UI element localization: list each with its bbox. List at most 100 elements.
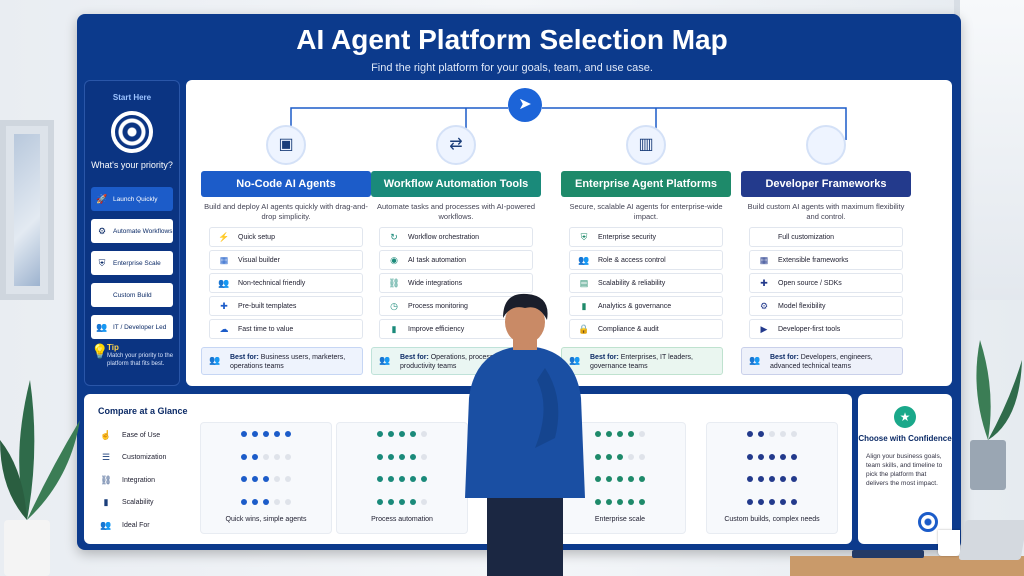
- platform-title[interactable]: Enterprise Agent Platforms: [561, 171, 731, 197]
- rating-dot: [285, 453, 291, 460]
- rating-dot: [606, 453, 612, 460]
- tip-title: Tip: [107, 343, 119, 352]
- feature-label: Improve efficiency: [408, 325, 465, 333]
- rating-dot: [791, 453, 797, 460]
- priority-label: Enterprise Scale: [113, 259, 161, 267]
- hand-icon: ☝: [100, 429, 112, 440]
- tip-box: 💡 Tip Match your priority to the platfor…: [91, 343, 175, 368]
- building-icon: ▥: [626, 125, 666, 165]
- rating-dot: [399, 453, 405, 460]
- code-icon: [806, 125, 846, 165]
- page-subtitle: Find the right platform for your goals, …: [371, 62, 653, 74]
- rating-dot: [285, 431, 291, 438]
- rating-dot: [241, 453, 247, 460]
- rating-dot: [606, 476, 612, 483]
- feature-label: AI task automation: [408, 256, 466, 264]
- ideal-for-text: Process automation: [371, 516, 433, 523]
- rating-dots: [337, 446, 467, 469]
- rating-dot: [639, 476, 645, 483]
- rating-dot: [747, 431, 753, 438]
- rating-dot: [252, 476, 258, 483]
- feature-icon: 👥: [218, 277, 230, 288]
- feature-item: ▦Extensible frameworks: [749, 250, 903, 270]
- rating-dot: [780, 453, 786, 460]
- feature-label: Enterprise security: [598, 233, 656, 241]
- priority-item[interactable]: ⚙Automate Workflows: [91, 219, 173, 243]
- rating-dots: [555, 491, 685, 514]
- feature-label: Analytics & governance: [598, 302, 672, 310]
- rating-dot: [241, 476, 247, 483]
- platform-title[interactable]: Developer Frameworks: [741, 171, 911, 197]
- rating-dot: [780, 431, 786, 438]
- feature-label: Model flexibility: [778, 302, 826, 310]
- plant-left: [0, 380, 80, 576]
- rating-dot: [639, 498, 645, 505]
- feature-item: 🔒Compliance & audit: [569, 319, 723, 339]
- platform-title[interactable]: Workflow Automation Tools: [371, 171, 541, 197]
- feature-item: ✚Pre-built templates: [209, 296, 363, 316]
- rating-dot: [377, 431, 383, 438]
- rating-dots: [555, 468, 685, 491]
- rating-dot: [747, 498, 753, 505]
- platform-description: Secure, scalable AI agents for enterpris…: [569, 202, 723, 221]
- shield-icon: ⛨: [98, 257, 106, 268]
- users-icon: 👥: [96, 321, 108, 332]
- compare-row-label: 👥Ideal For: [98, 514, 198, 537]
- priority-item[interactable]: 👥 IT / Developer Led: [91, 315, 173, 339]
- feature-icon: 👥: [578, 254, 590, 265]
- platform-title[interactable]: No-Code AI Agents: [201, 171, 371, 197]
- feature-icon: ▶: [760, 323, 768, 334]
- rocket-icon: 🚀: [96, 193, 108, 204]
- rating-dot: [606, 498, 612, 505]
- priority-item[interactable]: 🚀 Launch Quickly: [91, 187, 173, 211]
- ideal-for-text: Enterprise scale: [594, 516, 646, 523]
- rating-dot: [747, 476, 753, 483]
- rating-dot: [421, 476, 427, 483]
- browser-cursor-icon: ▣: [266, 125, 306, 165]
- feature-item: ▮Improve efficiency: [379, 319, 533, 339]
- page-title: AI Agent Platform Selection Map: [296, 24, 728, 55]
- users-icon: 👥: [209, 355, 221, 365]
- rating-dot: [780, 498, 786, 505]
- ideal-for-text: Custom builds, complex needs: [724, 516, 820, 523]
- ideal-for-text: Quick wins, simple agents: [225, 516, 307, 523]
- rating-dot: [617, 453, 623, 460]
- priority-item[interactable]: ⛨ Enterprise Scale: [91, 251, 173, 275]
- priority-sidebar: Start Here What's your priority? 🚀Launch…: [84, 80, 180, 386]
- rating-dot: [769, 476, 775, 483]
- feature-label: Role & access control: [598, 256, 666, 264]
- rating-dot: [399, 431, 405, 438]
- best-for-label: Best for:: [590, 354, 619, 361]
- rating-dot: [241, 498, 247, 505]
- rating-dots: [337, 423, 467, 446]
- priority-label: IT / Developer Led: [113, 323, 167, 331]
- rating-column: Custom builds, complex needs: [706, 422, 838, 534]
- rating-dot: [274, 453, 280, 460]
- compare-row-label: ⛓Integration: [98, 469, 198, 492]
- users-icon: 👥: [569, 355, 581, 365]
- priority-label: Launch Quickly: [113, 195, 158, 203]
- compare-title: Compare at a Glance: [98, 406, 188, 416]
- feature-item: ⚡Quick setup: [209, 227, 363, 247]
- laptop: [958, 520, 1024, 560]
- feature-icon: ⚡: [218, 231, 230, 242]
- rating-dot: [421, 498, 427, 505]
- rating-dots: [707, 468, 837, 491]
- rating-dot: [388, 431, 394, 438]
- navigation-icon: ➤: [508, 88, 542, 122]
- confidence-card: ★ Choose with Confidence Align your busi…: [858, 394, 952, 544]
- best-for-box: 👥Best for: Business users, marketers, op…: [201, 347, 363, 375]
- rating-dot: [399, 498, 405, 505]
- compare-row-label: ☝Ease of Use: [98, 424, 198, 447]
- priority-item[interactable]: Custom Build: [91, 283, 173, 307]
- feature-icon: ◷: [390, 300, 398, 311]
- rating-dot: [628, 476, 634, 483]
- feature-label: Scalability & reliability: [598, 279, 666, 287]
- rating-dot: [758, 498, 764, 505]
- best-for-text: Business users, marketers, operations te…: [230, 354, 346, 370]
- rating-dot: [780, 476, 786, 483]
- rating-dot: [274, 431, 280, 438]
- feature-icon: ▦: [759, 254, 769, 265]
